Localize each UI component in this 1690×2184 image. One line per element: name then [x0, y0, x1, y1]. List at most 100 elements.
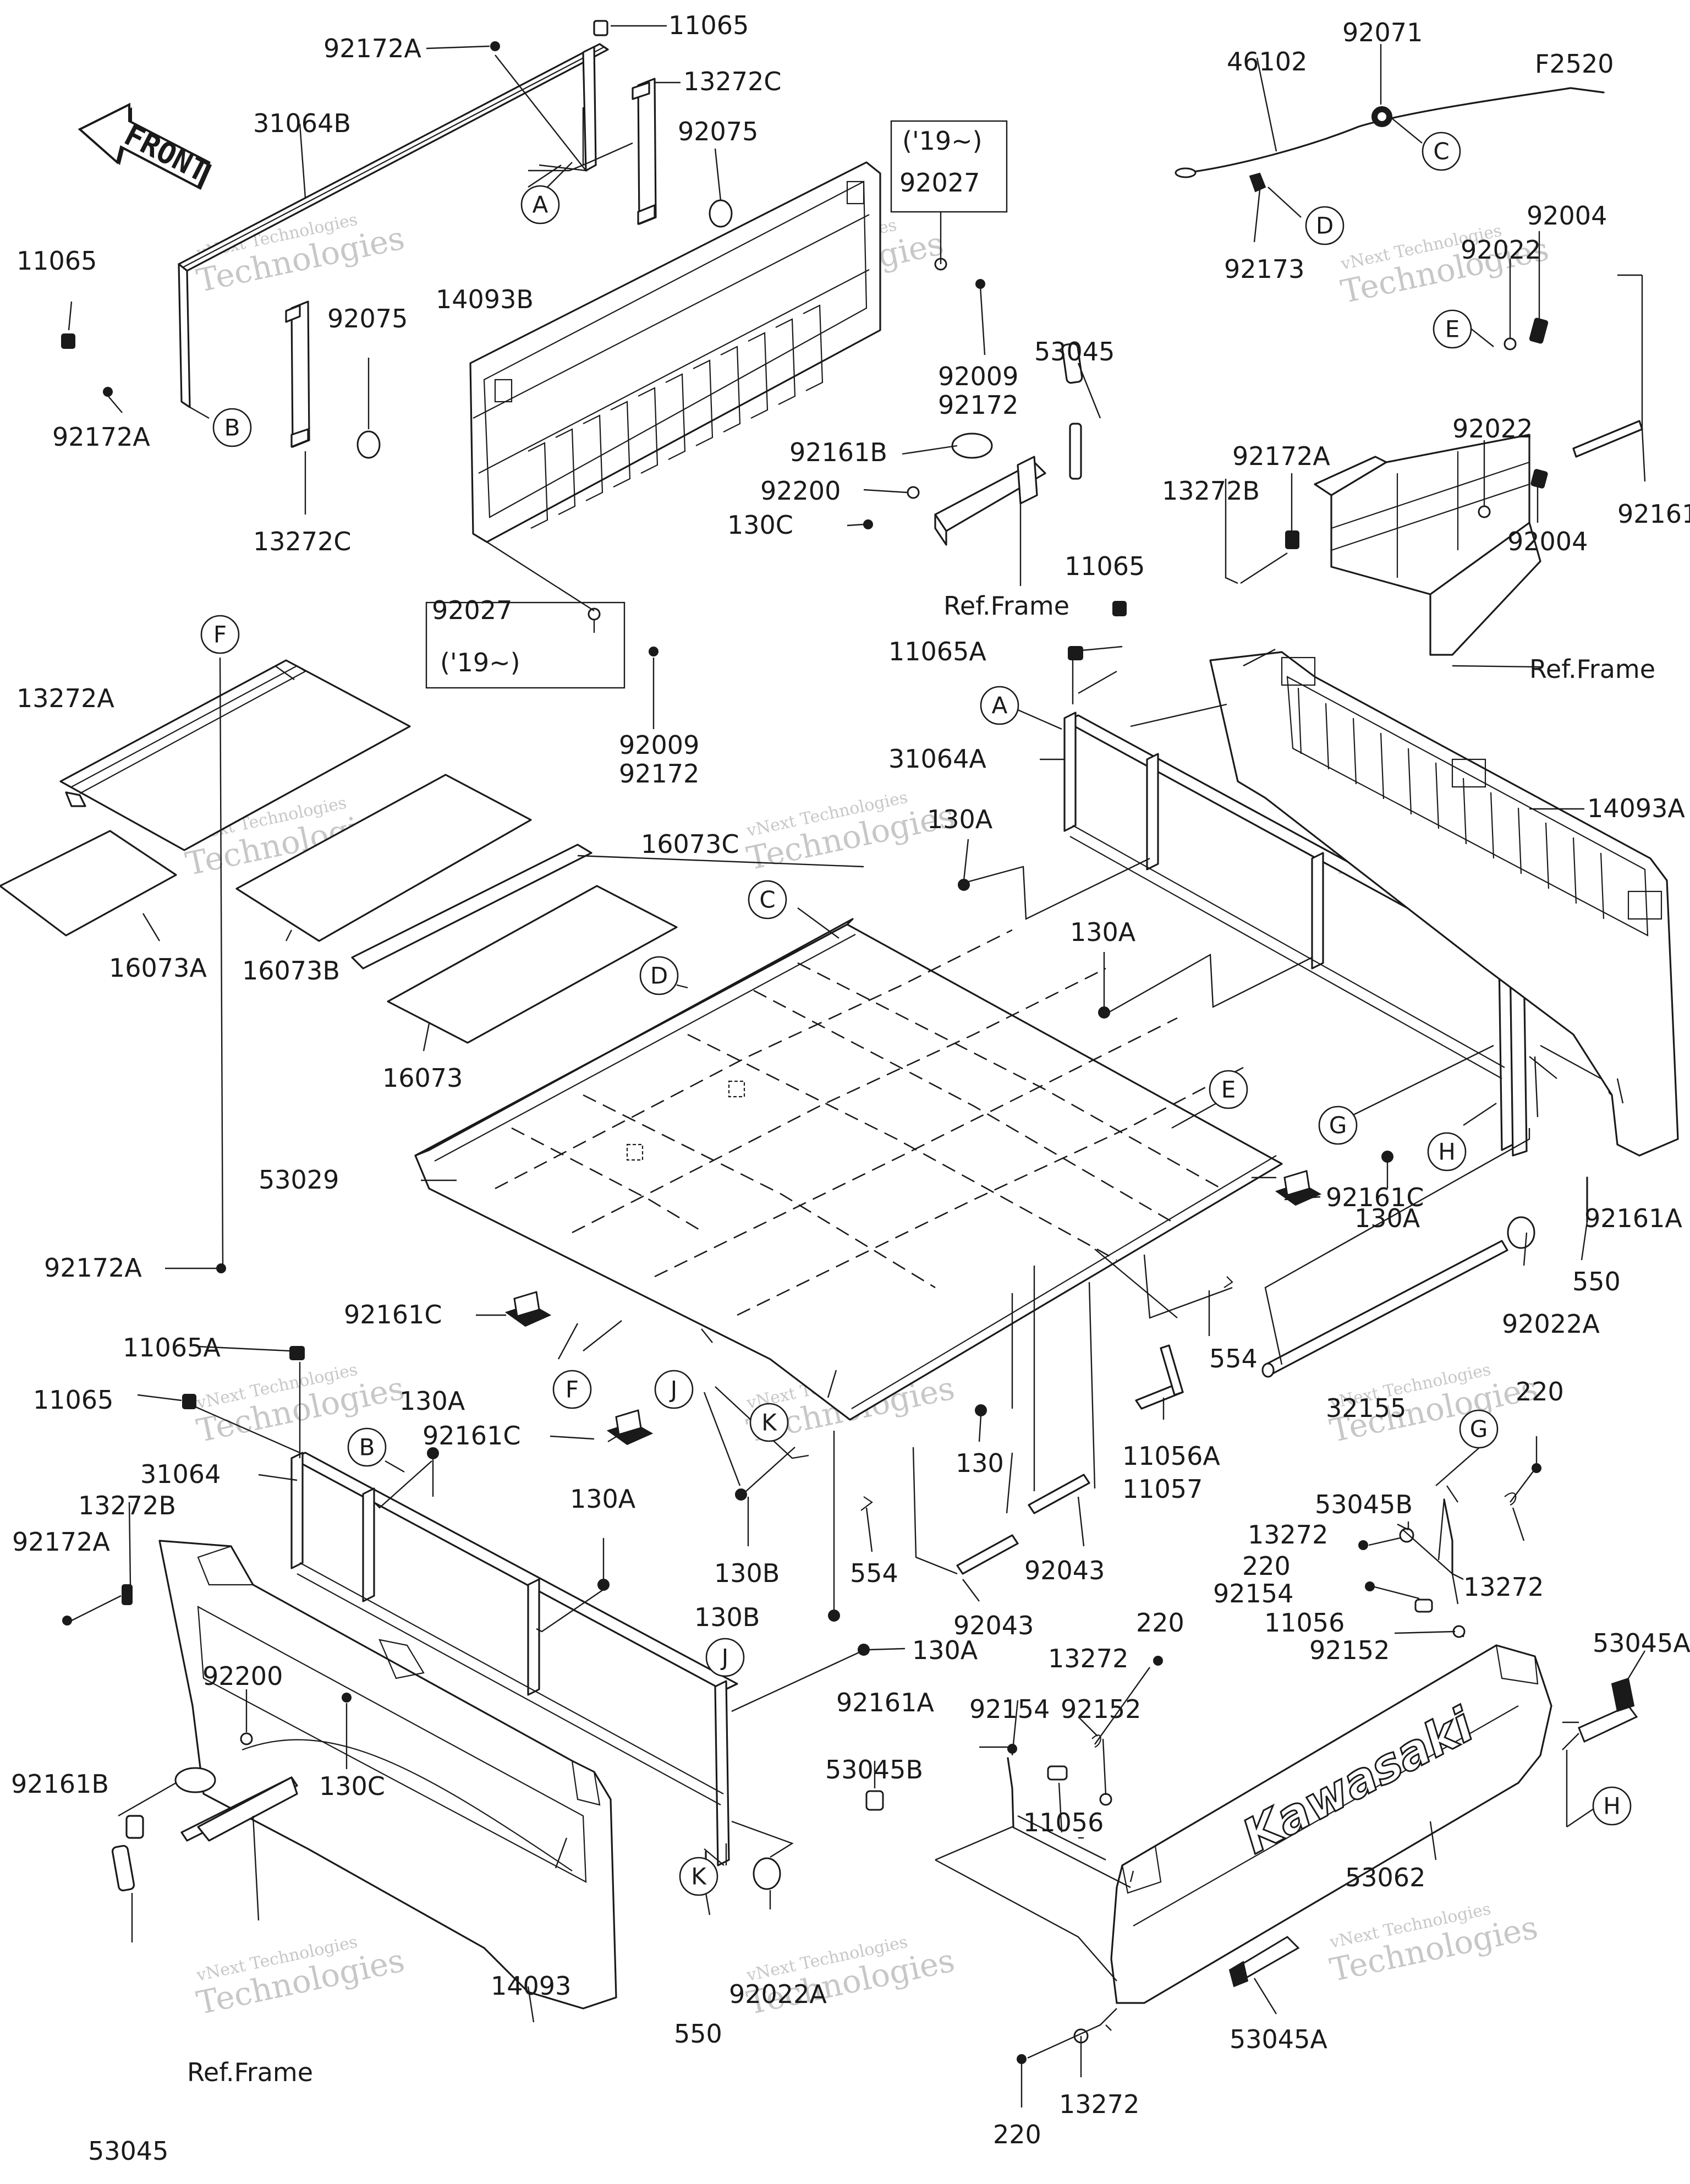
panel-14093B: [469, 161, 881, 543]
pin-92043-b: [1028, 1474, 1090, 1514]
label-130B-b: 130B: [694, 1602, 760, 1632]
label-13272C-left: 13272C: [253, 527, 351, 556]
label-53045B-right: 53045B: [1315, 1490, 1413, 1519]
svg-text:H: H: [1438, 1138, 1456, 1165]
svg-text:B: B: [224, 414, 240, 441]
label-92173: 92173: [1224, 254, 1304, 284]
label-31064B: 31064B: [253, 108, 351, 138]
latch-53045-low: [111, 1776, 298, 1892]
screw-92009-mid: [649, 647, 659, 656]
pin-554-mid: [860, 1496, 873, 1511]
bracket-11056A: [1135, 1344, 1184, 1410]
label-46102: 46102: [1227, 47, 1307, 76]
label-92027-top: 92027: [899, 168, 980, 198]
label-53045-low: 53045: [88, 2136, 168, 2166]
label-92161C-left: 92161C: [344, 1300, 442, 1329]
svg-text:E: E: [1221, 1076, 1236, 1103]
latch-53045A-right: [1578, 1677, 1638, 1743]
label-220-d: 220: [993, 2120, 1041, 2149]
bracket-13272C-top: [632, 78, 657, 225]
label-220-c: 220: [1136, 1608, 1184, 1638]
label-92161B-top: 92161B: [789, 437, 887, 467]
clip-92173: [1249, 172, 1266, 193]
label-130A-c: 130A: [1354, 1203, 1420, 1233]
bolt-130C-top: [863, 519, 873, 529]
label-11056-b: 11056: [1023, 1808, 1104, 1837]
label-130A-f: 130A: [912, 1635, 978, 1665]
label-11057: 11057: [1122, 1474, 1203, 1504]
svg-text:D: D: [650, 962, 668, 989]
label-130B-a: 130B: [714, 1558, 780, 1588]
cap-92161B-low: [174, 1767, 216, 1793]
label-13272A: 13272A: [17, 683, 114, 713]
mat-16073A: [0, 830, 177, 937]
bolt-130C-low: [342, 1693, 352, 1703]
label-92154-b: 92154: [969, 1694, 1050, 1724]
callout-g-mid: G: [1318, 1105, 1358, 1145]
latch-53045-top: [934, 342, 1083, 546]
svg-text:G: G: [1470, 1416, 1488, 1443]
grommet-92075-top: [709, 199, 733, 228]
callout-g-right: G: [1459, 1409, 1499, 1449]
label-92022A-low: 92022A: [729, 1979, 827, 2009]
callout-k-mid: K: [749, 1403, 789, 1442]
bed-plate-53029: [414, 918, 1283, 1421]
label-13272-a: 13272: [1248, 1520, 1328, 1550]
label-14093: 14093: [491, 1971, 571, 2001]
label-92172-mid: 92172: [619, 759, 699, 789]
label-92027-mid: 92027: [432, 595, 512, 625]
label-550-right: 550: [1572, 1267, 1621, 1296]
bolt-92004-a: [1529, 318, 1549, 344]
label-92172A-left: 92172A: [52, 422, 150, 452]
washer-13272-c: [1091, 1734, 1101, 1748]
washer-92022-b: [1478, 505, 1491, 518]
panel-14093: [158, 1540, 617, 2010]
svg-text:C: C: [759, 886, 775, 913]
screw-220-b: [1358, 1540, 1368, 1550]
svg-text:D: D: [1316, 212, 1334, 239]
label-53029: 53029: [259, 1165, 339, 1195]
shaft-32155: [1261, 1240, 1508, 1378]
label-13272-b: 13272: [1463, 1572, 1544, 1602]
clip-11065-left: [61, 333, 75, 349]
label-92161C-mid: 92161C: [422, 1421, 520, 1450]
pin-554-right: [1223, 1276, 1233, 1288]
label-92200-top: 92200: [760, 476, 841, 506]
bolt-130A-a: [958, 879, 970, 891]
label-92009-top: 92009: [938, 362, 1018, 391]
callout-d-mid: D: [639, 956, 679, 995]
callout-f-upper: F: [200, 615, 240, 654]
washer-92022-a: [1504, 337, 1517, 351]
strap-53045B-right: [1443, 1498, 1453, 1575]
spacer-92152-b: [1099, 1793, 1112, 1806]
rail-31064B: [178, 20, 609, 408]
label-92043-b: 92043: [1024, 1556, 1105, 1585]
hook-11056-a: [1414, 1599, 1433, 1613]
label-13272-c: 13272: [1048, 1644, 1128, 1673]
label-11065-mid: 11065: [1065, 551, 1145, 581]
label-16073B: 16073B: [242, 956, 340, 986]
washer-92022A-low: [753, 1857, 781, 1890]
label-14093B: 14093B: [436, 284, 534, 314]
svg-text:K: K: [761, 1409, 777, 1436]
bolt-92004-b: [1530, 469, 1548, 489]
washer-13272-a: [1399, 1528, 1414, 1543]
label-554-right: 554: [1209, 1344, 1258, 1373]
label-130A-a: 130A: [927, 804, 993, 834]
svg-text:A: A: [992, 692, 1008, 719]
label-16073C: 16073C: [641, 829, 739, 859]
strip-16073C: [351, 844, 592, 970]
mat-16073: [387, 885, 678, 1044]
bolt-130A-c: [1381, 1151, 1393, 1163]
callout-d-upper: D: [1305, 206, 1345, 245]
bolt-130A-f: [858, 1644, 870, 1656]
svg-text:K: K: [691, 1863, 707, 1890]
label-92004-a: 92004: [1527, 201, 1607, 231]
screw-220-d: [1017, 2054, 1027, 2064]
callout-j-mid: J: [654, 1370, 694, 1409]
washer-92200-low: [240, 1732, 253, 1745]
bolt-130: [975, 1404, 987, 1416]
label-11065-left: 11065: [17, 246, 97, 276]
label-ref-frame-right: Ref.Frame: [1529, 654, 1655, 684]
